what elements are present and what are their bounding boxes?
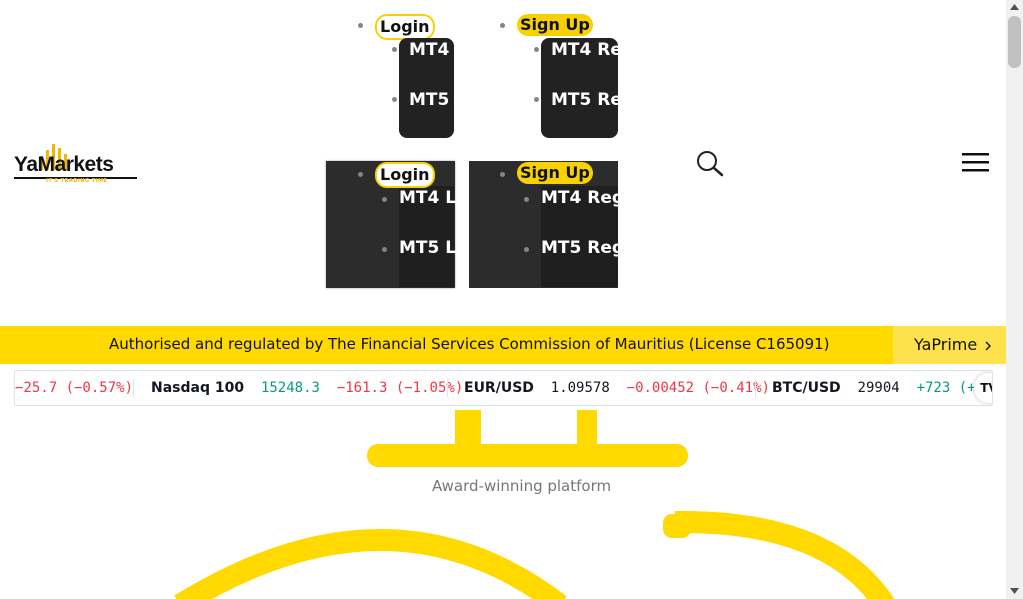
header-login-submenu (399, 186, 454, 287)
bullet (534, 97, 539, 102)
header-signup-submenu (541, 186, 618, 287)
header-login-link[interactable]: Login (375, 162, 435, 188)
top-mt5-login-label: MT5 Login (409, 90, 508, 110)
ticker-change: −25.7 (−0.57%) (15, 380, 134, 396)
chevron-right-icon (985, 341, 991, 351)
bullet (382, 247, 387, 252)
regulatory-text: Authorised and regulated by The Financia… (109, 335, 830, 353)
ticker-symbol: Nasdaq 100 (151, 380, 245, 396)
top-signup-link[interactable]: Sign Up (517, 14, 593, 36)
ticker-change: −161.3 (−1.05%) (336, 380, 464, 396)
top-signup-dropdown (541, 38, 618, 138)
regulatory-banner: Authorised and regulated by The Financia… (0, 326, 1006, 364)
bullet (500, 23, 505, 28)
bullet (358, 172, 363, 177)
ticker-divider (447, 379, 448, 397)
logo-tagline: IT'S TRADING TIME (46, 178, 108, 184)
ticker-tape[interactable]: −25.7 (−0.57%) Nasdaq 100 15248.3 −161.3… (14, 370, 993, 406)
ticker-price: 15248.3 (260, 380, 320, 396)
top-login-link[interactable]: Login (375, 14, 435, 40)
ticker-item[interactable]: −25.7 (−0.57%) (15, 380, 133, 396)
top-mt4-register-link[interactable]: MT4 Register (551, 38, 678, 63)
ticker-divider (133, 379, 134, 397)
yaprime-label: YaPrime (914, 335, 978, 354)
bullet (392, 47, 397, 52)
scroll-down-arrow-icon[interactable] (1010, 588, 1019, 594)
scrollbar-thumb[interactable] (1008, 16, 1021, 68)
bullet (500, 172, 505, 177)
top-mt5-register-link[interactable]: MT5 Register (551, 88, 678, 113)
award-laurel-graphic (367, 410, 688, 467)
header-signup-link[interactable]: Sign Up (517, 162, 593, 184)
ticker-price: 29904 (857, 380, 900, 396)
scroll-up-arrow-icon[interactable] (1010, 4, 1019, 10)
ticker-price: 1.09578 (550, 380, 610, 396)
bullet (358, 23, 363, 28)
bullet (382, 197, 387, 202)
bullet (524, 197, 529, 202)
logo-wordmark: YaMarkets (14, 153, 114, 176)
logo-bars-icon (40, 144, 67, 170)
award-caption: Award-winning platform (432, 477, 612, 495)
top-mt4-register-label: MT4 Register (551, 40, 679, 60)
ticker-change: −0.00452 (−0.41%) (626, 380, 770, 396)
header-mt4-register-label: MT4 Register (541, 188, 669, 208)
top-mt5-register-label: MT5 Register (551, 90, 679, 110)
top-mt4-login-label: MT4 Login (409, 40, 508, 60)
header-mt5-register-label: MT5 Register (541, 238, 669, 258)
ticker-symbol: BTC/USD (772, 380, 841, 396)
header-mt5-login-link[interactable]: MT5 Login (399, 236, 498, 261)
yaprime-link[interactable]: YaPrime (893, 326, 1006, 364)
hamburger-icon[interactable] (962, 151, 990, 173)
search-icon[interactable] (696, 150, 724, 178)
ticker-change: +723 (+2 (916, 380, 984, 396)
ticker-item[interactable]: Nasdaq 100 15248.3 −161.3 (−1.05%) (151, 380, 463, 396)
page-scrollbar[interactable] (1006, 0, 1023, 599)
bullet (524, 247, 529, 252)
logo-underline (14, 177, 137, 179)
top-mt4-login-link[interactable]: MT4 Login (409, 38, 508, 63)
top-mt5-login-link[interactable]: MT5 Login (409, 88, 508, 113)
header-mt5-register-link[interactable]: MT5 Register (541, 236, 668, 261)
header-mt4-login-link[interactable]: MT4 Login (399, 186, 498, 211)
bullet (392, 97, 397, 102)
ticker-divider (755, 379, 756, 397)
ticker-symbol: EUR/USD (464, 380, 534, 396)
tradingview-logo-icon[interactable]: TV (974, 373, 992, 403)
ticker-item[interactable]: EUR/USD 1.09578 −0.00452 (−0.41%) (464, 380, 770, 396)
award-arcs-graphic (174, 510, 895, 599)
top-login-dropdown (399, 38, 454, 138)
ticker-item[interactable]: BTC/USD 29904 +723 (+2 (772, 380, 984, 396)
header-mt4-register-link[interactable]: MT4 Register (541, 186, 668, 211)
bullet (534, 47, 539, 52)
